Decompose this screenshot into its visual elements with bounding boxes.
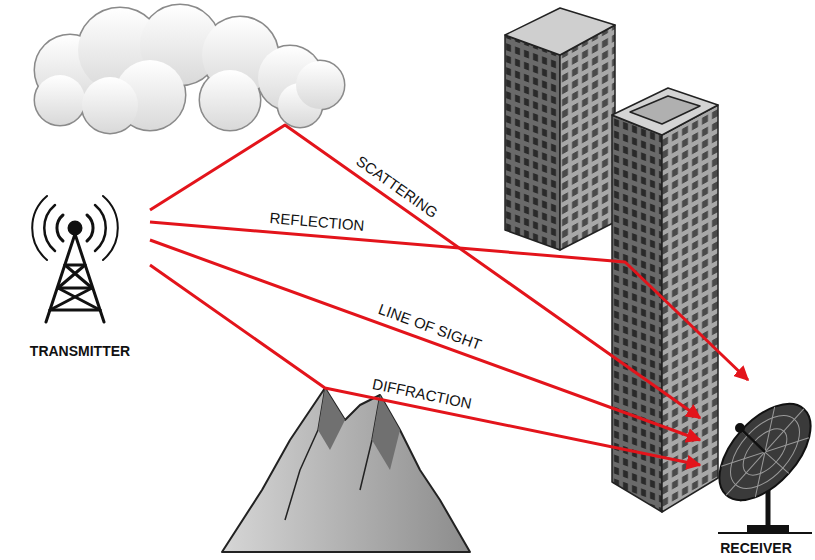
mountain — [222, 388, 470, 552]
building — [505, 0, 615, 250]
station: RECEIVER — [700, 380, 812, 557]
station: TRANSMITTER — [10, 195, 150, 360]
station-label: TRANSMITTER — [30, 342, 130, 360]
signal-path — [150, 265, 700, 465]
path-label: REFLECTION — [269, 210, 365, 234]
path-label: SCATTERING — [353, 153, 440, 221]
station-label: RECEIVER — [720, 539, 792, 557]
signal-path — [150, 222, 748, 380]
dish-icon — [702, 387, 815, 533]
transmitter-icon — [32, 196, 118, 322]
cloud — [35, 5, 344, 133]
